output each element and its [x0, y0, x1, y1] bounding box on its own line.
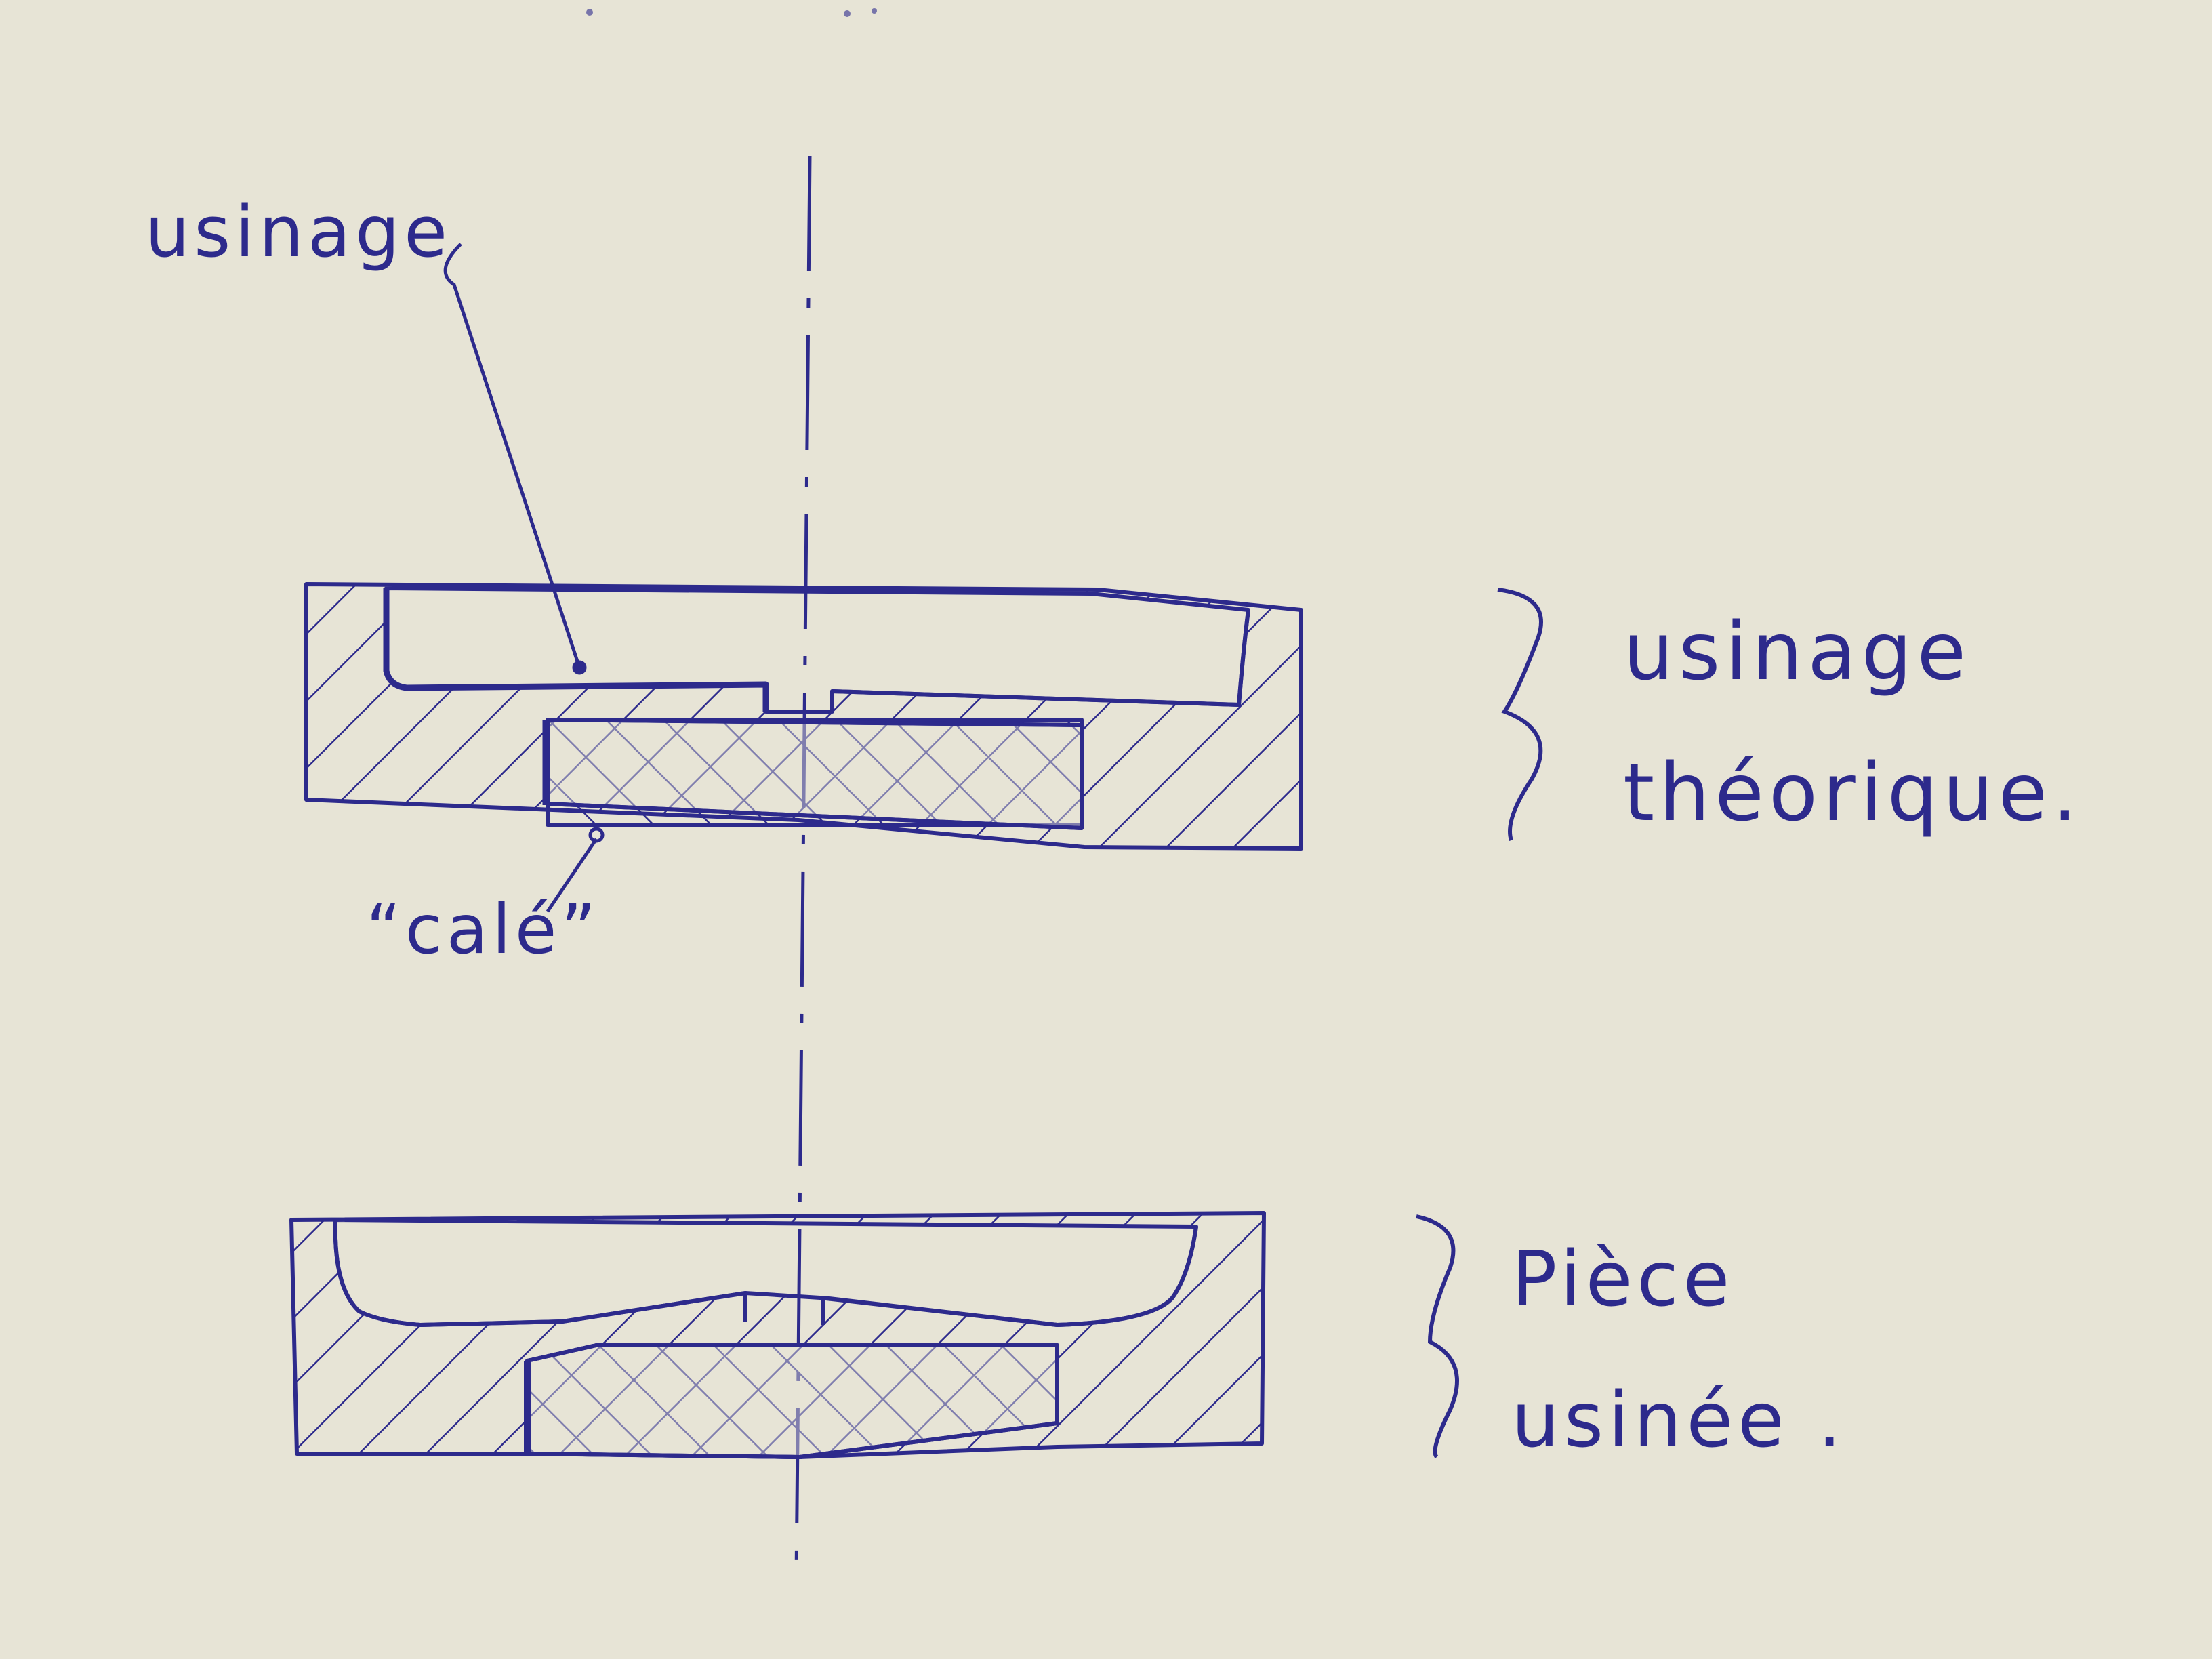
- machined-section: [289, 1211, 1266, 1459]
- theoretical-brace: [1497, 588, 1543, 841]
- theoretical-cavity: [383, 588, 769, 712]
- label-theoretical-line2: théorique.: [1623, 745, 2083, 839]
- cale-leader: [546, 827, 605, 913]
- label-machined-line1: Pièce: [1511, 1235, 1735, 1324]
- label-machined-line2: usinée .: [1511, 1376, 1847, 1465]
- machined-brace: [1416, 1214, 1459, 1459]
- stray-marks: [586, 8, 877, 17]
- usinage-leader: [443, 243, 587, 675]
- machined-cavity: [333, 1219, 747, 1327]
- label-theoretical-line1: usinage: [1623, 605, 1971, 698]
- theoretical-section: [304, 582, 1303, 851]
- label-usinage: usinage: [145, 190, 452, 273]
- label-cale: “calé”: [366, 890, 600, 969]
